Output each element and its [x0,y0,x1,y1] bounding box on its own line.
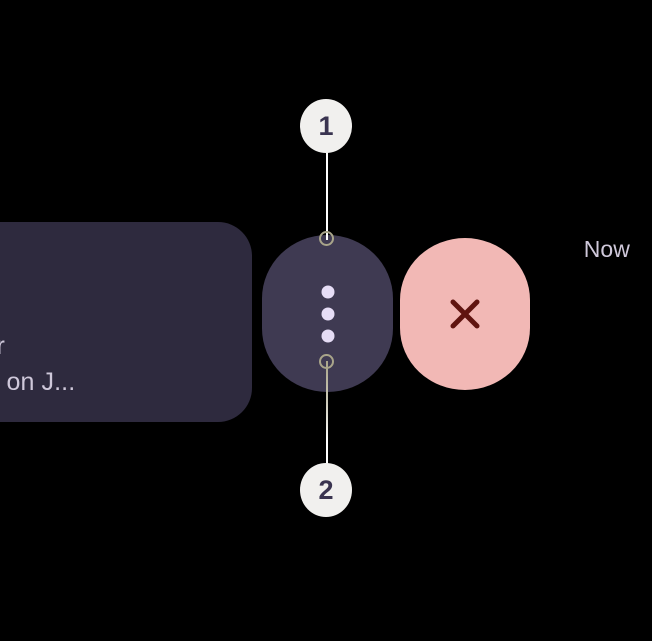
notification-card[interactable] [0,222,252,422]
notification-timestamp: Now [583,236,630,262]
more-vert-dot [321,307,334,320]
annotation-marker-2: 2 [300,463,352,517]
annotation-connector-1 [326,148,328,240]
notification-overflow-button[interactable] [262,235,393,392]
close-x-icon [450,299,480,329]
more-vert-dot [321,329,334,342]
more-vert-dot [321,285,334,298]
notification-body-text: der: Your nt is due on J... [0,332,76,396]
annotation-marker-1: 1 [300,99,352,153]
notification-dismiss-button[interactable] [400,238,530,390]
more-vert-icon [321,285,334,342]
